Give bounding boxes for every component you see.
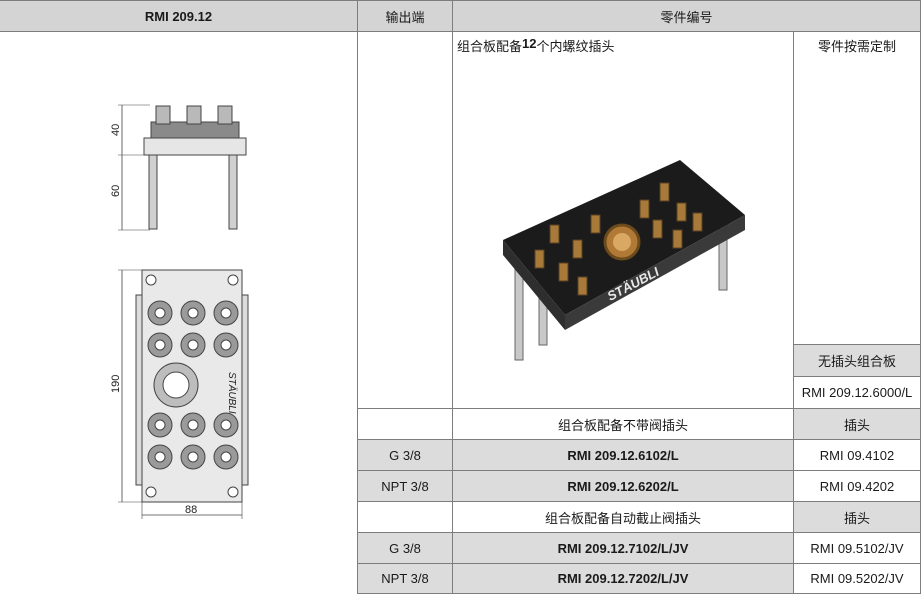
side-view-drawing <box>118 104 247 231</box>
header-part-number: 零件编号 <box>453 0 921 32</box>
no-valve-plug-label: 插头 <box>794 409 921 440</box>
header-model: RMI 209.12 <box>0 0 358 32</box>
dim-plate-height: 190 <box>110 375 122 393</box>
board-no-plug-label: 无插头组合板 <box>794 345 921 377</box>
auto-valve-title: 组合板配备自动截止阀插头 <box>453 502 794 533</box>
outlet-cell-empty-2 <box>358 409 453 440</box>
dim-pin-height: 60 <box>110 185 122 197</box>
table-row-outlet: NPT 3/8 <box>358 471 453 502</box>
technical-drawing: 40 60 <box>0 32 358 594</box>
table-row-part: RMI 209.12.7202/L/JV <box>453 564 794 594</box>
table-row-plug: RMI 09.5202/JV <box>794 564 921 594</box>
dim-top-height: 40 <box>110 124 122 136</box>
outlet-cell-empty-1 <box>358 32 453 409</box>
custom-parts-label: 零件按需定制 <box>794 32 921 345</box>
front-view-drawing <box>118 269 249 519</box>
table-row-outlet: G 3/8 <box>358 533 453 564</box>
product-photo: STÄUBLI <box>503 160 745 361</box>
header-outlet: 输出端 <box>358 0 453 32</box>
drawing-logo: STÄUBLI <box>226 372 238 414</box>
table-row-outlet: NPT 3/8 <box>358 564 453 594</box>
outlet-cell-empty-3 <box>358 502 453 533</box>
table-row-part: RMI 209.12.6102/L <box>453 440 794 471</box>
dim-plate-width: 88 <box>185 504 197 516</box>
auto-valve-plug-label: 插头 <box>794 502 921 533</box>
table-row-plug: RMI 09.4202 <box>794 471 921 502</box>
table-row-part: RMI 209.12.7102/L/JV <box>453 533 794 564</box>
table-row-plug: RMI 09.5102/JV <box>794 533 921 564</box>
table-row-part: RMI 209.12.6202/L <box>453 471 794 502</box>
table-row-plug: RMI 09.4102 <box>794 440 921 471</box>
no-valve-title: 组合板配备不带阀插头 <box>453 409 794 440</box>
board-no-plug-part: RMI 209.12.6000/L <box>794 377 921 409</box>
table-row-outlet: G 3/8 <box>358 440 453 471</box>
